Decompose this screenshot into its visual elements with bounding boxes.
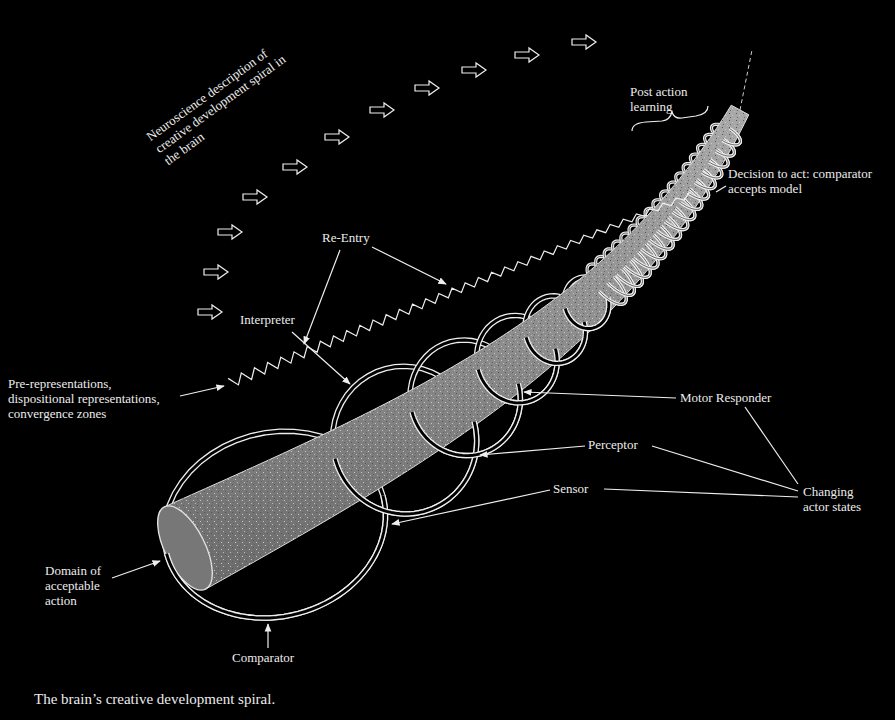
re-entry-signal <box>228 193 689 385</box>
spiral-ring-core <box>412 384 520 456</box>
spiral-ring-core <box>616 261 642 287</box>
direction-arrow <box>370 103 394 117</box>
direction-arrow <box>462 63 486 77</box>
tube-texture <box>164 105 748 589</box>
spiral-ring <box>722 129 740 145</box>
part-label: Re-Entry <box>322 230 392 245</box>
stage-label: Post action learning <box>630 84 710 114</box>
spiral-ring <box>335 421 477 514</box>
direction-arrow <box>218 225 242 239</box>
part-label: Motor Responder <box>680 390 800 405</box>
figure-caption: The brain’s creative development spiral. <box>34 690 554 708</box>
leader-line <box>716 186 726 192</box>
leader-line <box>745 407 798 484</box>
direction-arrow <box>283 160 307 174</box>
spiral-rings-front <box>167 129 741 618</box>
domain-tube <box>146 50 752 598</box>
spiral-ring <box>616 261 642 287</box>
leader-line <box>604 489 798 497</box>
spiral-ring-core <box>167 496 386 618</box>
title-note: Neuroscience description of creative dev… <box>143 29 311 168</box>
spiral-ring <box>565 297 609 328</box>
leader-line <box>480 446 585 455</box>
direction-arrow <box>415 81 439 95</box>
spiral-ring-core <box>722 129 740 145</box>
re-entry-zigzag <box>228 193 689 385</box>
direction-arrow <box>204 265 228 279</box>
direction-arrow <box>515 48 539 62</box>
direction-arrow <box>572 35 596 49</box>
spiral-ring <box>167 496 386 618</box>
part-label: Domain of acceptable action <box>45 563 125 608</box>
leader-line <box>180 386 224 396</box>
group-label: Changing actor states <box>803 484 878 514</box>
spiral-ring <box>412 384 520 456</box>
leader-line <box>304 250 340 344</box>
part-label: Perceptor <box>588 437 658 452</box>
leader-line <box>112 561 160 578</box>
leader-line <box>652 446 798 491</box>
leader-lines <box>112 106 798 648</box>
spiral-ring <box>478 349 557 403</box>
direction-arrow <box>243 190 267 204</box>
tube-body <box>164 105 748 589</box>
spiral-ring-core <box>526 322 585 363</box>
part-label: Pre-representations, dispositional repre… <box>8 376 178 421</box>
tube-continuation <box>740 50 752 110</box>
leader-line <box>524 392 676 398</box>
part-label: Interpreter <box>240 312 320 327</box>
spiral-ring-core <box>478 349 557 403</box>
leader-line <box>372 247 446 284</box>
spiral-ring-core <box>625 252 651 277</box>
spiral-ring <box>526 322 585 363</box>
spiral-ring-core <box>335 421 477 514</box>
spiral-ring-core <box>565 297 609 328</box>
direction-arrow <box>198 305 222 319</box>
leader-line <box>392 490 550 524</box>
leader-line <box>292 332 350 384</box>
direction-arrow <box>325 130 349 144</box>
leader-line <box>267 624 268 648</box>
stage-label: Decision to act: comparator accepts mode… <box>728 166 880 196</box>
part-label: Sensor <box>553 481 613 496</box>
part-label: Comparator <box>232 650 322 665</box>
spiral-ring <box>625 252 651 277</box>
